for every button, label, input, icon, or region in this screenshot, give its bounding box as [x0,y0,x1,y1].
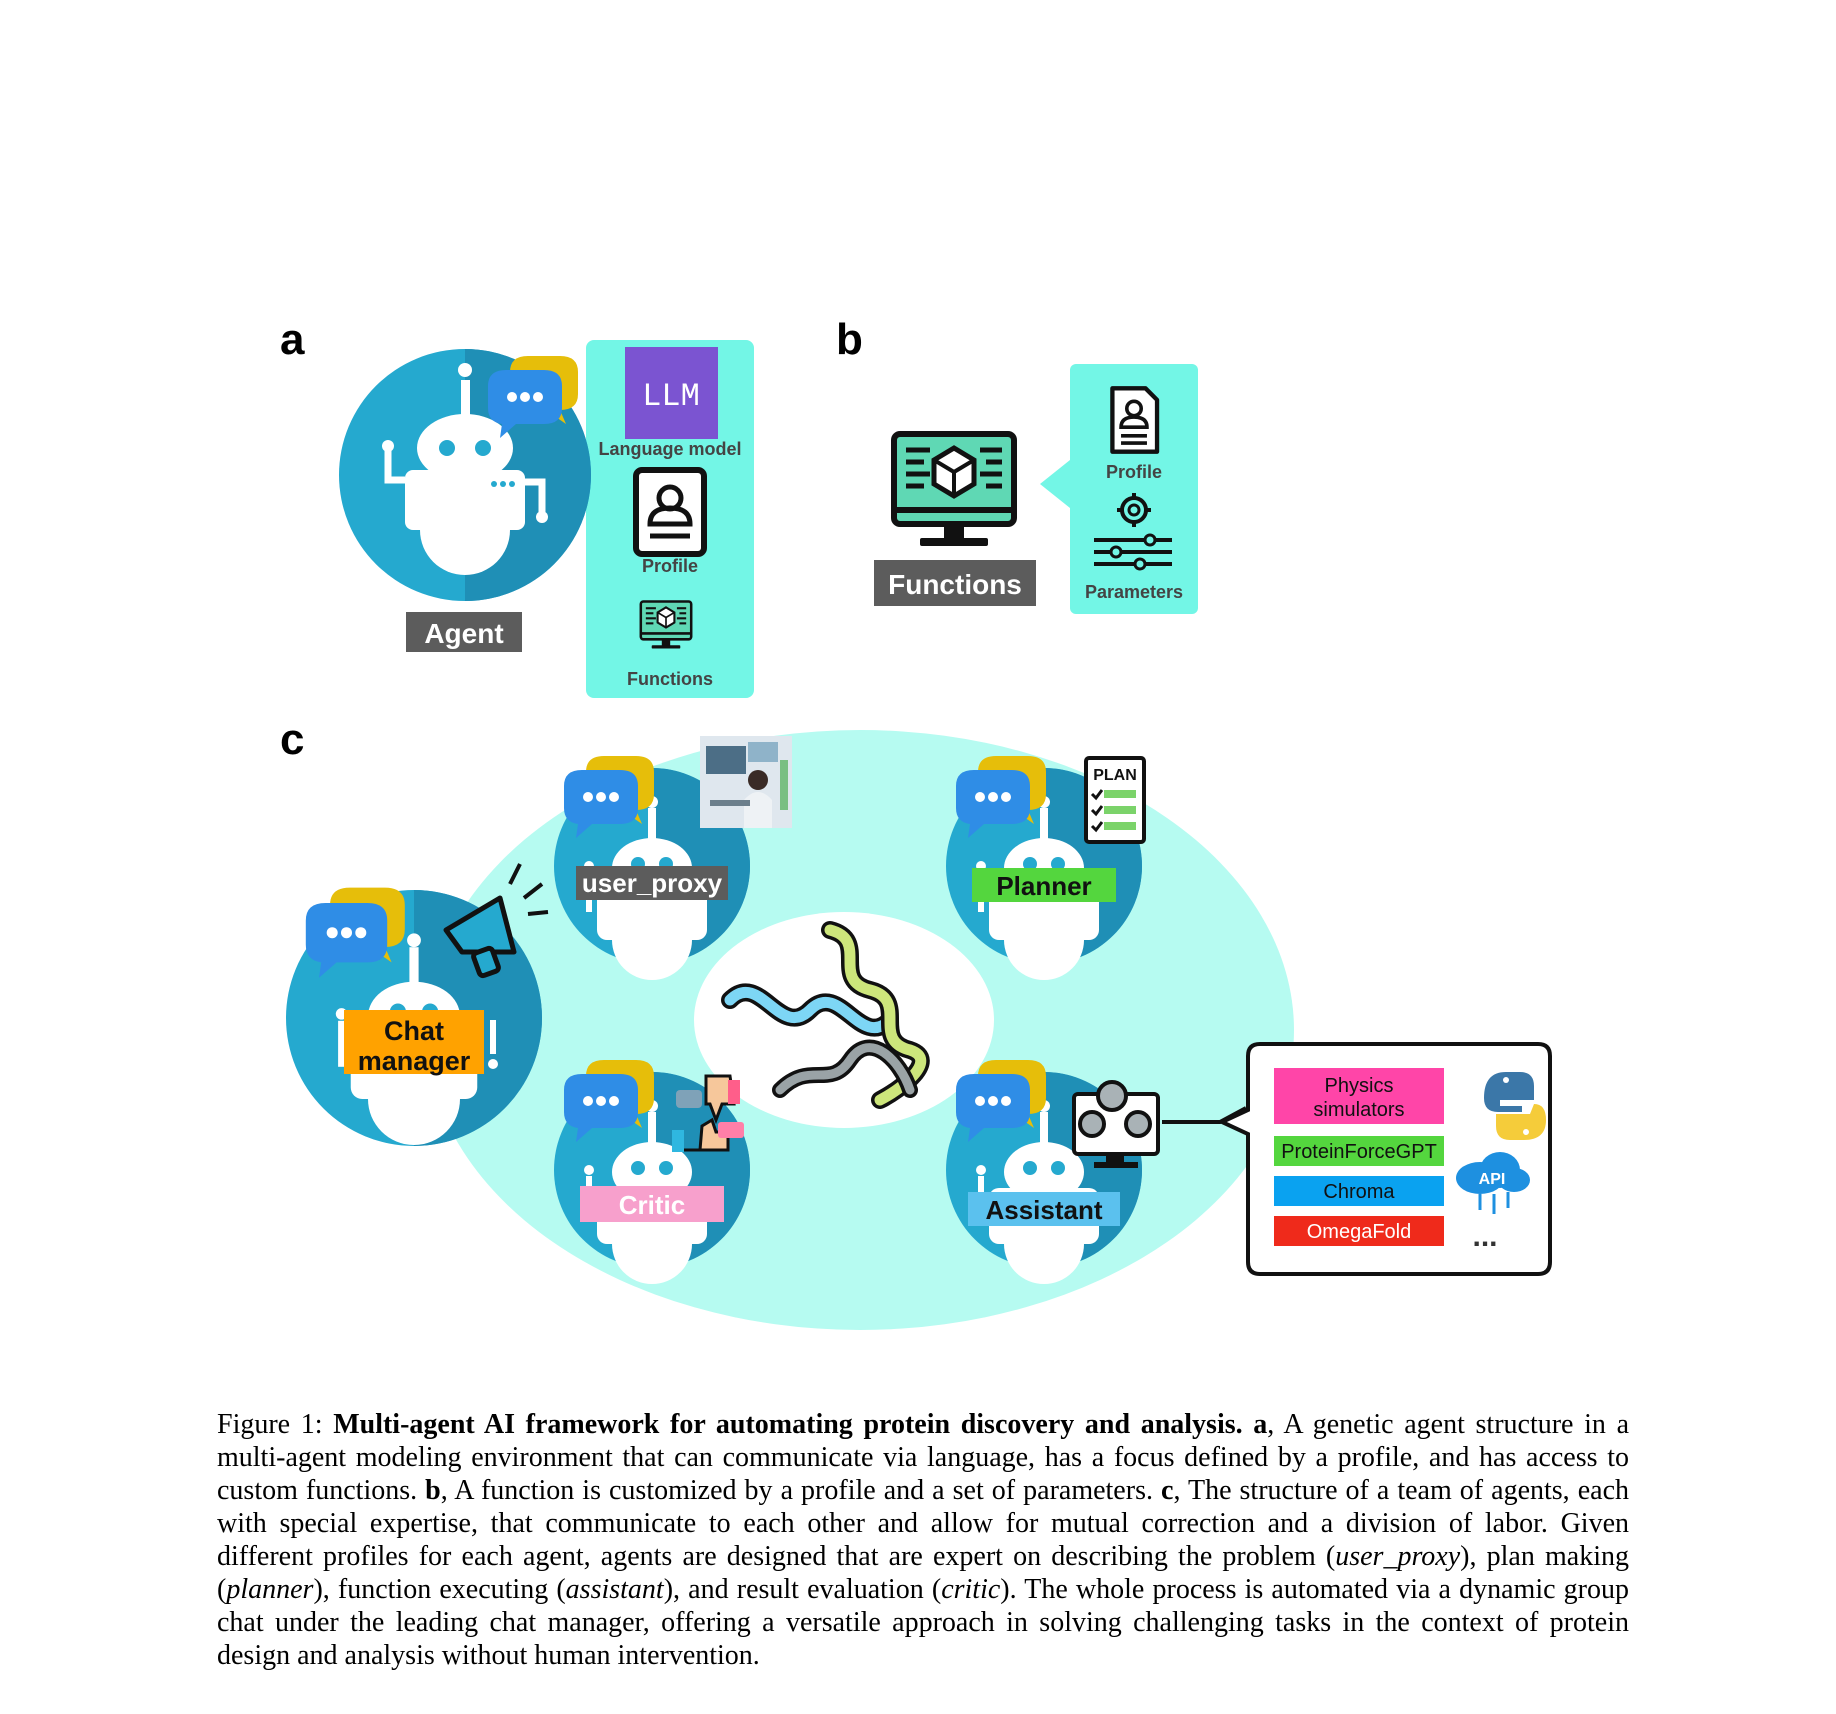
caption-c-text-5: ). The whole process is automated via a … [217,1574,1629,1671]
feedback-thumbs-icon [672,1074,744,1152]
critic-agent: Critic [554,1060,750,1284]
user-proxy-label: user_proxy [582,868,723,898]
panel-letter-b: b [836,315,863,364]
tool-proteinforcegpt: ProteinForceGPT [1281,1141,1437,1163]
panel-letter-a: a [280,315,305,364]
profile-label-b: Profile [1106,462,1162,482]
language-model-label: Language model [598,439,741,459]
figure-caption: Figure 1: Multi-agent AI framework for a… [217,1408,1629,1672]
agent-label: Agent [424,618,503,649]
caption-title: Multi-agent AI framework for automating … [333,1409,1243,1440]
tools-ellipsis: ... [1472,1220,1497,1253]
functions-label-a: Functions [627,669,713,689]
caption-term-user-proxy: user_proxy [1335,1541,1461,1572]
plan-sign-text: PLAN [1093,767,1137,784]
functions-label-b: Functions [888,569,1022,600]
parameters-label: Parameters [1085,582,1183,602]
person-at-computer-icon [700,736,792,828]
gears-monitor-icon [1072,1080,1160,1168]
caption-letter-a: a [1253,1409,1268,1440]
tools-list: Physics simulators ProteinForceGPT Chrom… [1274,1068,1444,1246]
caption-letter-b: b [425,1475,441,1506]
agent-label-box [406,612,522,652]
caption-term-assistant: assistant [565,1574,664,1605]
llm-badge-text: LLM [642,378,700,415]
functions-monitor-icon [894,434,1014,546]
tool-omegafold: OmegaFold [1307,1221,1412,1243]
parameters-icon [1094,493,1172,571]
chat-manager-label-line1: Chat [384,1016,444,1046]
plan-checklist-icon: PLAN [1084,756,1146,844]
protein-structure-icon [721,921,930,1109]
llm-icon [625,347,718,439]
panel-letter-c: c [280,715,304,764]
tool-physics-simulators-line1: Physics [1325,1075,1394,1097]
tool-chroma-box [1274,1176,1444,1206]
panel-a: Agent LLM Language model Profile Functio… [339,340,754,698]
tool-proteinforcegpt-box [1274,1136,1444,1166]
planner-label: Planner [996,871,1091,901]
caption-a-text: , A genetic agent structure in a multi-a… [217,1409,1629,1506]
tool-chroma: Chroma [1323,1181,1395,1203]
caption-figure-prefix: Figure 1: [217,1409,334,1440]
caption-letter-c: c [1161,1475,1174,1506]
profile-icon [633,467,707,557]
caption-term-critic: critic [941,1574,1001,1605]
panel-b: Functions Profile Parameters [874,364,1198,614]
profile-label-a: Profile [642,556,698,576]
caption-b-text: , A function is customized by a profile … [440,1475,1161,1506]
caption-term-planner: planner [226,1574,314,1605]
tool-physics-simulators-box [1274,1068,1444,1124]
api-badge-text: API [1479,1171,1506,1188]
caption-c-text-2: ), plan making ( [217,1541,1629,1605]
megaphone-icon [443,863,549,979]
tool-physics-simulators-line2: simulators [1313,1099,1404,1121]
assistant-label: Assistant [985,1195,1102,1225]
tool-omegafold-box [1274,1216,1444,1246]
caption-c-text-4: ), and result evaluation ( [663,1574,942,1605]
functions-label-box [874,560,1036,606]
caption-c-text-1: , The structure of a team of agents, eac… [217,1475,1630,1572]
critic-label: Critic [619,1190,685,1220]
profile-doc-icon [1112,388,1157,451]
api-cloud-icon: API [1456,1152,1530,1214]
caption-c-text-3: ), function executing ( [313,1574,566,1605]
chat-manager-label-line2: manager [358,1046,471,1076]
python-logo-icon [1484,1072,1546,1140]
panel-c: user_proxy Planner PLAN [286,730,1552,1330]
